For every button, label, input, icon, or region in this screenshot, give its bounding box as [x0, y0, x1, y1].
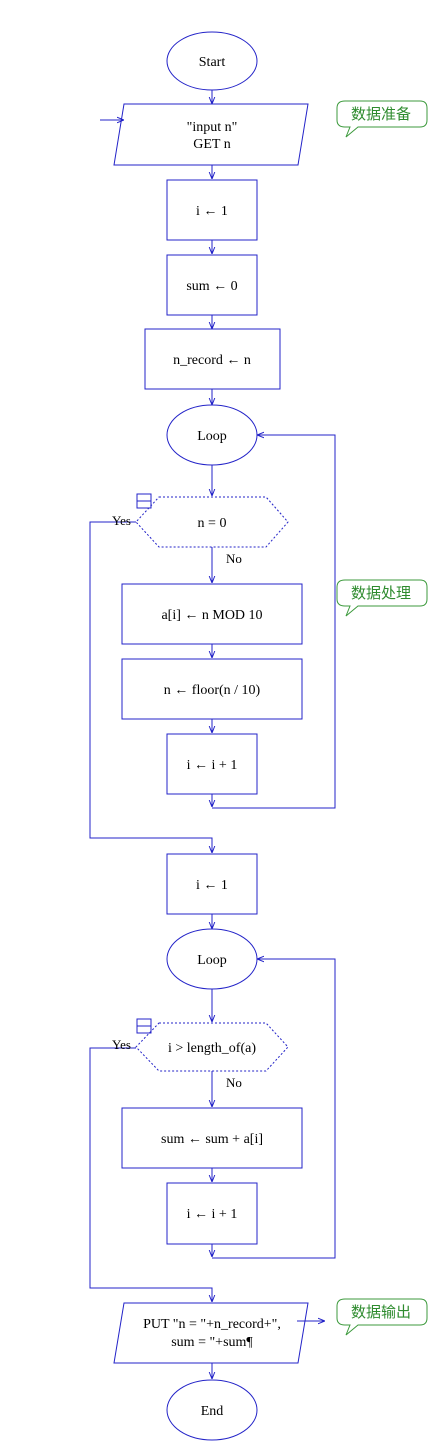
- input-parallelogram[interactable]: [113, 103, 309, 166]
- accumulate-box[interactable]: [121, 1107, 303, 1169]
- end-terminal[interactable]: [166, 1379, 258, 1441]
- loop2-ellipse[interactable]: [166, 928, 258, 990]
- init-record-box[interactable]: [144, 328, 281, 390]
- accumulate-label: sum ← sum + a[i]: [161, 1132, 263, 1147]
- cond1-label: n = 0: [198, 516, 227, 531]
- note-callout-output: [336, 1298, 428, 1336]
- reset-i-box[interactable]: [166, 853, 258, 915]
- start-label: Start: [199, 55, 226, 70]
- init-i-label: i ← 1: [196, 204, 228, 219]
- output-label-line2: sum = "+sum¶: [171, 1335, 253, 1350]
- reset-i-label: i ← 1: [196, 878, 228, 893]
- divide-label: n ← floor(n / 10): [164, 683, 261, 698]
- input-label-line1: "input n": [187, 120, 238, 135]
- digit-box[interactable]: [121, 583, 303, 645]
- divide-box[interactable]: [121, 658, 303, 720]
- inc1-label: i ← i + 1: [187, 758, 238, 773]
- note-output-text: 数据输出: [351, 1303, 411, 1321]
- connector-cond1-yes: [89, 521, 212, 853]
- connector-cond2-yes: [89, 1047, 212, 1302]
- input-label-line2: GET n: [193, 137, 230, 152]
- collapse-box-icon[interactable]: [136, 493, 152, 509]
- note-callout-process: [336, 579, 428, 617]
- connector-loop2-back: [212, 959, 336, 1259]
- output-label-line1: PUT "n = "+n_record+",: [143, 1317, 281, 1332]
- note-prepare-text: 数据准备: [351, 105, 411, 123]
- digit-label: a[i] ← n MOD 10: [161, 608, 262, 623]
- cond2-label: i > length_of(a): [168, 1041, 256, 1056]
- loop1-ellipse[interactable]: [166, 404, 258, 466]
- note-process-text: 数据处理: [351, 584, 411, 602]
- inc2-box[interactable]: [166, 1182, 258, 1245]
- end-label: End: [201, 1404, 224, 1419]
- init-i-box[interactable]: [166, 179, 258, 241]
- cond2-hexagon[interactable]: [135, 1022, 289, 1072]
- output-parallelogram[interactable]: [113, 1302, 309, 1364]
- cond1-yes-label: Yes: [112, 513, 131, 528]
- cond2-no-label: No: [226, 1075, 242, 1090]
- cond1-no-label: No: [226, 551, 242, 566]
- cond1-hexagon[interactable]: [135, 496, 289, 548]
- inc1-box[interactable]: [166, 733, 258, 795]
- start-terminal[interactable]: [166, 31, 258, 91]
- init-sum-box[interactable]: [166, 254, 258, 316]
- connector-loop1-back: [212, 435, 336, 809]
- init-record-label: n_record ← n: [173, 353, 251, 368]
- cond2-yes-label: Yes: [112, 1037, 131, 1052]
- init-sum-label: sum ← 0: [186, 279, 237, 294]
- loop1-label: Loop: [197, 429, 227, 444]
- loop2-label: Loop: [197, 953, 227, 968]
- collapse-box-icon[interactable]: [136, 1018, 152, 1034]
- note-callout-prepare: [336, 100, 428, 138]
- inc2-label: i ← i + 1: [187, 1207, 238, 1222]
